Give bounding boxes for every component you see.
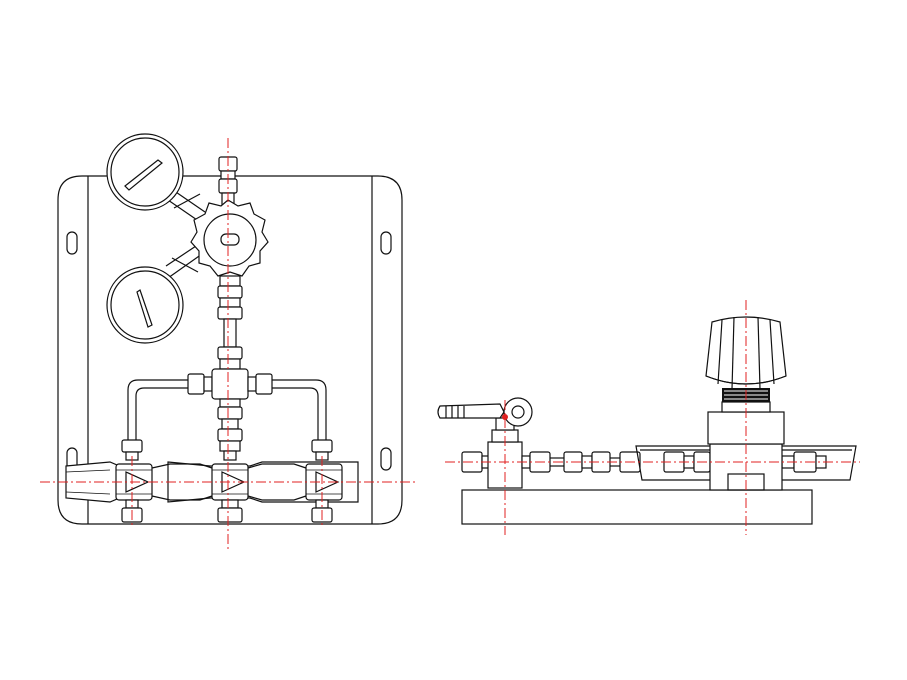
tubing: [127, 379, 327, 440]
stem-fittings: [217, 275, 243, 370]
base-plate: [461, 489, 813, 525]
centerlines-side: [445, 300, 860, 535]
pressure-regulator-knob: [190, 199, 269, 277]
pressure-gauge-lower: [106, 245, 203, 344]
front-view: [40, 133, 415, 550]
pressure-gauge-upper: [106, 133, 206, 223]
mounting-slot: [66, 231, 78, 255]
branch-fittings: [121, 439, 333, 461]
ball-valve: [437, 397, 533, 489]
side-view: [437, 300, 860, 535]
mounting-slot: [380, 231, 392, 255]
cross-fitting: [187, 368, 273, 442]
mounting-slot: [380, 447, 392, 471]
valve-manifold: [65, 461, 359, 503]
outlet-fittings: [121, 499, 333, 523]
centerlines-front: [40, 138, 415, 550]
